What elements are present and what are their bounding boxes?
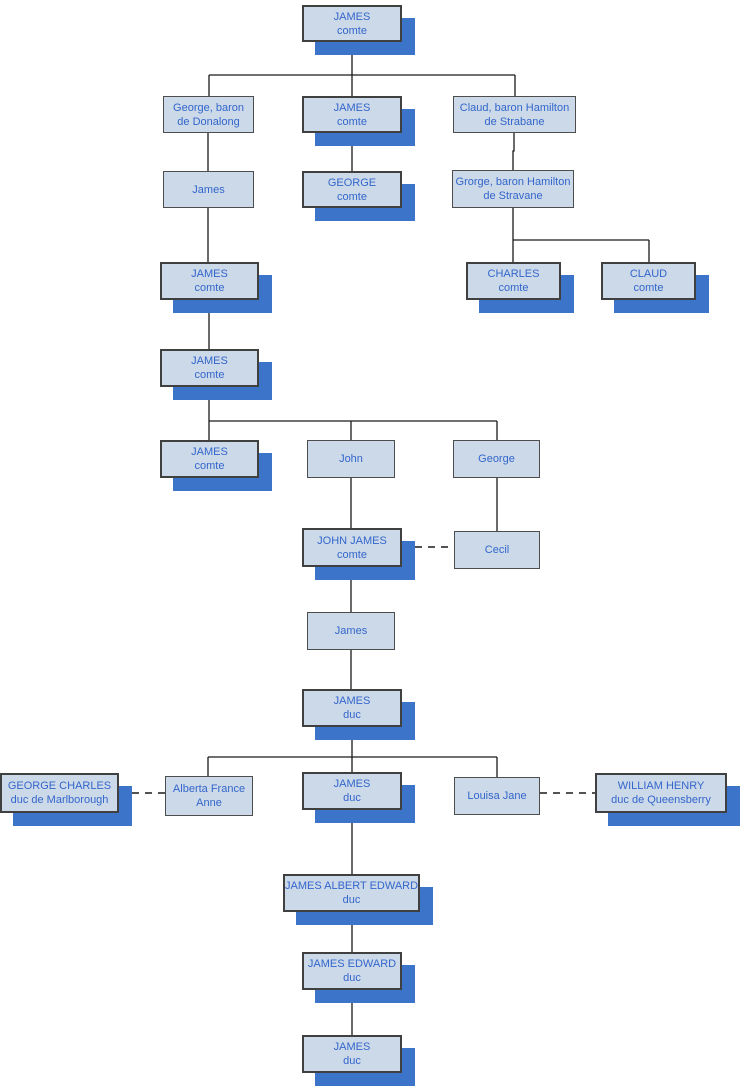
node-label: comte xyxy=(194,282,225,294)
node-label: comte xyxy=(337,115,367,128)
node-label: comte xyxy=(194,369,225,381)
tree-node-james-comte-3: JAMES comte xyxy=(160,262,259,300)
node-label: James xyxy=(192,183,225,196)
node-label: George, baron xyxy=(173,101,244,114)
node-label: JAMES xyxy=(333,10,371,23)
node-label: duc xyxy=(342,894,361,906)
node-label: duc xyxy=(343,972,361,984)
tree-node-william-henry-queensberry: WILLIAM HENRY duc de Queensberry xyxy=(595,773,727,813)
tree-node-grorge-baron-de-stravane: Grorge, baron Hamilton de Stravane xyxy=(452,170,574,208)
node-label: JOHN JAMES xyxy=(317,534,387,547)
node-label: Cecil xyxy=(484,544,510,556)
tree-node-james-1: James xyxy=(163,171,254,208)
tree-node-james-duc-1: JAMES duc xyxy=(302,689,402,727)
node-label: JAMES xyxy=(191,355,228,367)
node-label: duc de Queensberry xyxy=(611,794,711,806)
node-label: de Stravane xyxy=(483,190,543,202)
node-label: Alberta France xyxy=(172,783,246,795)
node-label: CHARLES xyxy=(487,268,540,280)
node-label: Louisa Jane xyxy=(467,790,527,802)
node-label: John xyxy=(339,453,363,465)
tree-node-cecil: Cecil xyxy=(454,531,540,569)
node-label: JAMES xyxy=(191,268,228,280)
tree-node-james-comte-4: JAMES comte xyxy=(160,349,259,387)
node-label: duc xyxy=(343,1055,361,1067)
node-label: comte xyxy=(194,460,225,472)
tree-node-james-2: James xyxy=(307,612,395,650)
node-label: Anne xyxy=(196,797,222,809)
node-label: GEORGE CHARLES xyxy=(7,780,112,792)
node-label: CLAUD xyxy=(629,268,668,280)
tree-node-claud-comte: CLAUD comte xyxy=(601,262,696,300)
tree-node-george-charles-marlborough: GEORGE CHARLES duc de Marlborough xyxy=(0,773,119,813)
tree-node-james-duc-3: JAMES duc xyxy=(302,1035,402,1073)
node-label: JAMES ALBERT EDWARD xyxy=(285,880,419,892)
node-label: comte xyxy=(337,24,367,37)
node-label: James xyxy=(334,625,368,637)
node-label: de Strabane xyxy=(484,115,545,128)
tree-node-james-edward-duc: JAMES EDWARD duc xyxy=(302,952,402,990)
node-label: Grorge, baron Hamilton xyxy=(455,176,571,188)
node-label: WILLIAM HENRY xyxy=(617,780,705,792)
node-label: GEORGE xyxy=(327,176,377,189)
tree-node-james-albert-edward-duc: JAMES ALBERT EDWARD duc xyxy=(283,874,420,912)
node-label: duc de Marlborough xyxy=(10,794,109,806)
node-label: JAMES xyxy=(333,1041,371,1053)
node-label: comte xyxy=(633,282,664,294)
node-label: comte xyxy=(337,548,367,561)
tree-node-charles-comte: CHARLES comte xyxy=(466,262,561,300)
node-label: JAMES EDWARD xyxy=(307,958,397,970)
node-label: comte xyxy=(498,282,529,294)
node-label: JAMES xyxy=(333,101,371,114)
node-label: JAMES xyxy=(191,446,228,458)
tree-node-james-duc-2: JAMES duc xyxy=(302,772,402,810)
node-label: duc xyxy=(343,709,361,721)
node-label: duc xyxy=(343,792,361,804)
node-label: de Donalong xyxy=(177,115,240,128)
node-label: JAMES xyxy=(333,778,371,790)
node-label: Claud, baron Hamilton xyxy=(459,101,570,114)
tree-node-george: George xyxy=(453,440,540,478)
descent-connector-line xyxy=(512,133,515,170)
node-label: JAMES xyxy=(333,695,371,707)
tree-node-louisa-jane: Louisa Jane xyxy=(454,777,540,815)
node-label: comte xyxy=(337,190,367,203)
tree-node-james-comte-5: JAMES comte xyxy=(160,440,259,478)
tree-node-john: John xyxy=(307,440,395,478)
node-label: George xyxy=(478,453,515,465)
